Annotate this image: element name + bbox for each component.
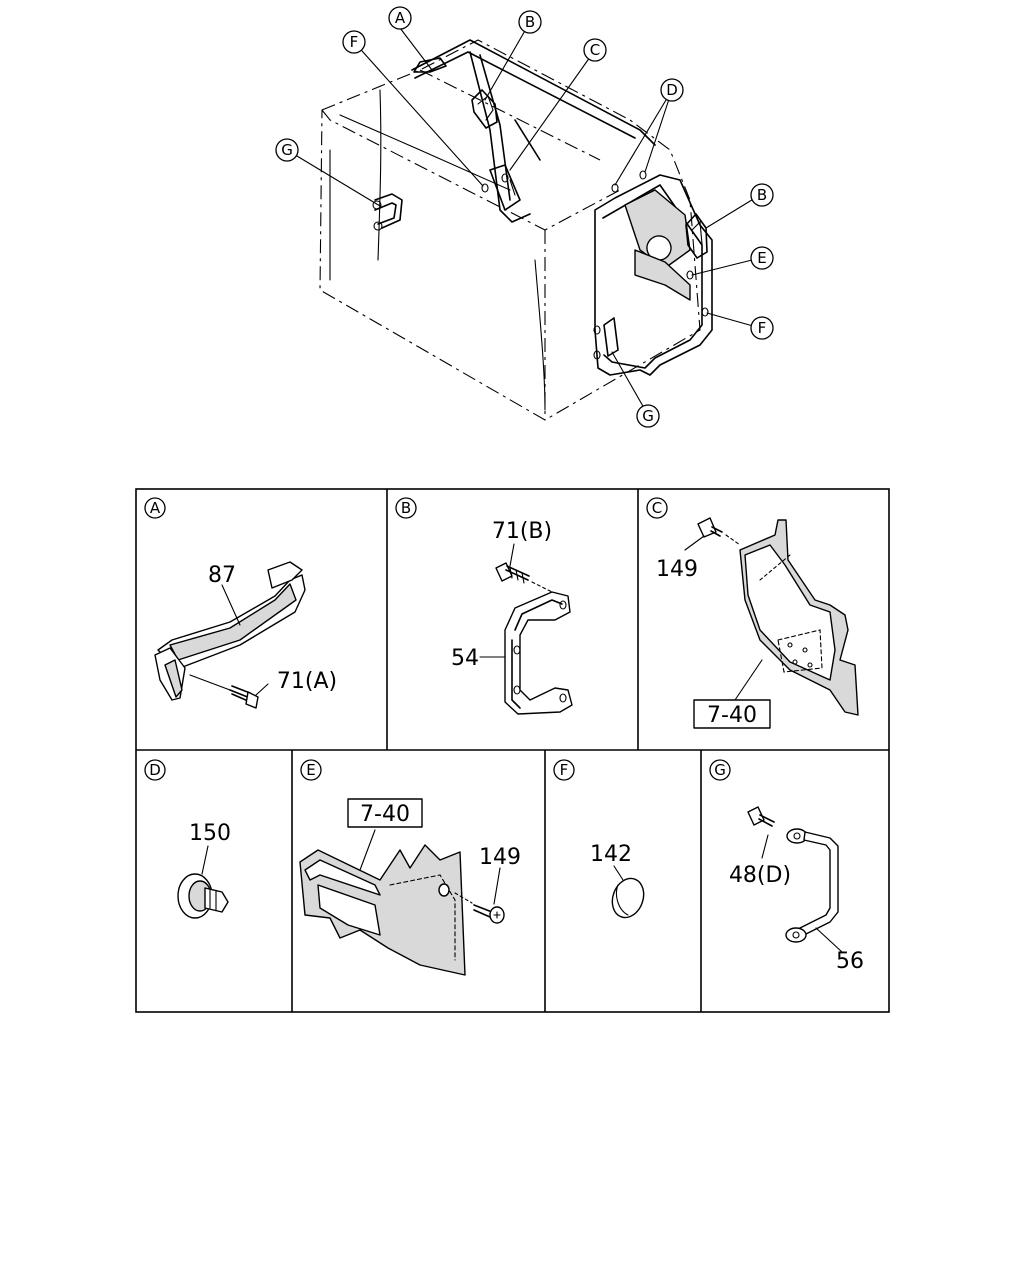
callout-d: D bbox=[660, 78, 684, 102]
panel-a: A 87 71(A) bbox=[144, 497, 337, 709]
bolt-71b-icon bbox=[495, 562, 530, 584]
panel-g: G 48(D) 56 bbox=[709, 759, 864, 974]
panel-c: C 149 7-40 bbox=[646, 497, 859, 729]
callout-d-label: D bbox=[666, 81, 678, 99]
panel-e-letter: E bbox=[306, 761, 315, 779]
panel-d-letter: D bbox=[149, 761, 161, 779]
trim-panel-7-40-c bbox=[739, 519, 859, 716]
callout-a: A bbox=[388, 6, 412, 30]
callout-f-top: F bbox=[342, 30, 366, 54]
callout-a-label: A bbox=[395, 9, 406, 27]
part-label-56: 56 bbox=[836, 949, 864, 974]
callout-g-left: G bbox=[275, 138, 299, 162]
callout-b-top: B bbox=[518, 10, 542, 34]
panel-d: D 150 bbox=[144, 759, 231, 919]
detail-grid bbox=[135, 488, 890, 1013]
bolt-48d-icon bbox=[747, 806, 775, 827]
part-label-48d: 48(D) bbox=[729, 863, 791, 888]
mounting-hole-icon bbox=[481, 170, 709, 360]
callout-e-label: E bbox=[757, 249, 766, 267]
part-label-71b: 71(B) bbox=[492, 519, 552, 544]
panel-f-letter: F bbox=[560, 761, 569, 779]
bracket-54 bbox=[504, 591, 573, 715]
part-label-149-c: 149 bbox=[656, 557, 698, 582]
trim-panel-7-40-e bbox=[299, 844, 466, 976]
panel-b-letter: B bbox=[401, 499, 411, 517]
callout-g-label: G bbox=[281, 141, 293, 159]
clip-150-icon bbox=[177, 873, 229, 919]
panel-f: F 142 bbox=[553, 759, 645, 919]
part-label-142: 142 bbox=[590, 842, 632, 867]
part-label-87: 87 bbox=[208, 563, 236, 588]
callout-c-label: C bbox=[590, 41, 600, 59]
callout-b-right: B bbox=[750, 183, 774, 207]
bolt-71a-icon bbox=[229, 685, 259, 709]
cab-assembly-overview bbox=[286, 21, 761, 421]
callout-e: E bbox=[750, 246, 774, 270]
part-label-71a: 71(A) bbox=[277, 669, 337, 694]
callout-f-right: F bbox=[750, 316, 774, 340]
callout-f-label: F bbox=[758, 319, 767, 337]
callout-b-label: B bbox=[757, 186, 767, 204]
screw-149-icon bbox=[473, 904, 505, 924]
part-label-54: 54 bbox=[451, 646, 479, 671]
panel-b: B 71(B) 54 bbox=[395, 497, 573, 715]
part-label-7-40-e: 7-40 bbox=[360, 802, 410, 827]
callout-b-label: B bbox=[525, 13, 535, 31]
callout-g-bottom: G bbox=[636, 404, 660, 428]
panel-e: E 7-40 149 bbox=[299, 759, 521, 976]
callout-g-label: G bbox=[642, 407, 654, 425]
strap-56 bbox=[785, 828, 839, 943]
part-label-7-40-c: 7-40 bbox=[707, 703, 757, 728]
callout-f-label: F bbox=[350, 33, 359, 51]
bolt-149-icon bbox=[697, 517, 723, 538]
panel-g-letter: G bbox=[714, 761, 726, 779]
plug-142-icon bbox=[611, 877, 645, 919]
panel-c-letter: C bbox=[652, 499, 662, 517]
callout-c: C bbox=[583, 38, 607, 62]
panel-a-letter: A bbox=[150, 499, 161, 517]
grab-handle-87 bbox=[154, 561, 306, 701]
part-label-150: 150 bbox=[189, 821, 231, 846]
part-label-149-e: 149 bbox=[479, 845, 521, 870]
